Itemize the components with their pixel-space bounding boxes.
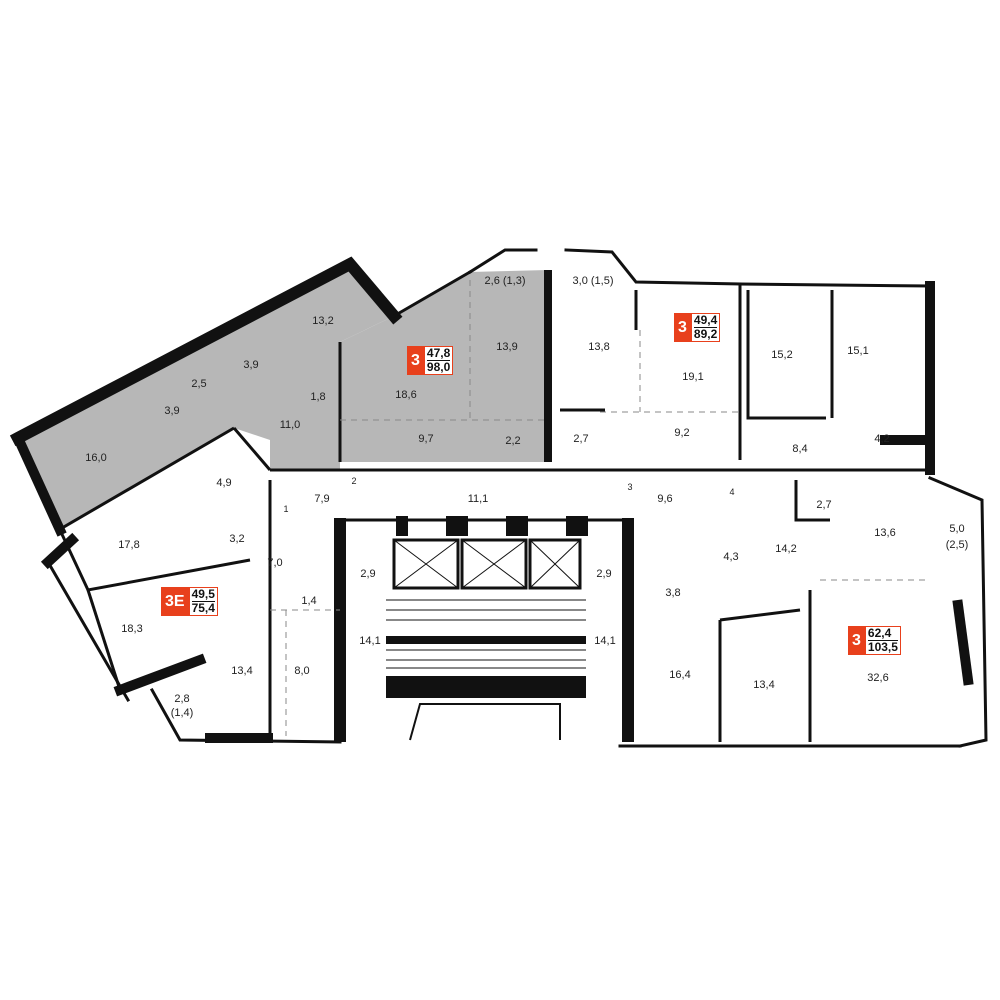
room-label: 19,1 [682, 371, 703, 383]
room-count: 3 [674, 313, 691, 342]
room-label: 3,9 [164, 405, 179, 417]
room-label: 8,0 [294, 665, 309, 677]
apartment-badge-right[interactable]: 3 62,4 103,5 [848, 626, 901, 655]
living-area: 62,4 [867, 626, 892, 640]
living-area: 49,4 [693, 313, 718, 327]
total-area: 89,2 [693, 327, 718, 341]
door-number: 4 [729, 487, 734, 497]
room-label: 2,5 [191, 378, 206, 390]
room-label: 2,9 [596, 568, 611, 580]
room-label: 32,6 [867, 672, 888, 684]
room-label: 2,7 [816, 499, 831, 511]
room-label: 4,9 [216, 477, 231, 489]
room-label: 17,8 [118, 539, 139, 551]
room-label: (2,5) [946, 539, 969, 551]
room-label: 2,7 [573, 433, 588, 445]
room-label: 18,3 [121, 623, 142, 635]
area-values: 49,5 75,4 [188, 587, 218, 616]
area-values: 49,4 89,2 [690, 313, 721, 342]
room-label: 2,2 [505, 435, 520, 447]
room-label: 9,6 [657, 493, 672, 505]
area-values: 62,4 103,5 [864, 626, 901, 655]
room-label: 14,1 [594, 635, 615, 647]
room-label: 13,4 [231, 665, 252, 677]
room-label: 13,9 [496, 341, 517, 353]
interior-walls [58, 270, 930, 742]
room-label: 2,8 [174, 693, 189, 705]
room-label: 9,7 [418, 433, 433, 445]
room-label: 7,0 [267, 557, 282, 569]
room-label: 5,0 [949, 523, 964, 535]
total-area: 103,5 [867, 640, 898, 654]
room-label: 3,8 [665, 587, 680, 599]
stair-core [386, 516, 588, 741]
living-area: 49,5 [191, 587, 215, 601]
room-label: 1,8 [310, 391, 325, 403]
room-label: 16,4 [669, 669, 690, 681]
room-label: 3,2 [229, 533, 244, 545]
room-label: 2,6 (1,3) [485, 275, 526, 287]
room-label: 3,0 (1,5) [573, 275, 614, 287]
room-label: 13,4 [753, 679, 774, 691]
apartment-badge-left[interactable]: 3Е 49,5 75,4 [161, 587, 218, 616]
room-label: 13,8 [588, 341, 609, 353]
room-label: (1,4) [171, 707, 194, 719]
room-label: 4,2 [874, 433, 889, 445]
room-label: 4,3 [723, 551, 738, 563]
room-label: 8,4 [792, 443, 807, 455]
highlight-zone-left [22, 266, 394, 530]
room-label: 14,1 [359, 635, 380, 647]
room-label: 18,6 [395, 389, 416, 401]
room-count: 3 [407, 346, 424, 375]
zone-dividers [270, 280, 930, 736]
room-label: 15,1 [847, 345, 868, 357]
room-label: 2,9 [360, 568, 375, 580]
room-label: 14,2 [775, 543, 796, 555]
door-number: 2 [351, 476, 356, 486]
room-label: 16,0 [85, 452, 106, 464]
living-area: 47,8 [426, 346, 451, 360]
room-count: 3Е [161, 587, 189, 616]
door-number: 3 [627, 482, 632, 492]
apartment-badge-center[interactable]: 3 47,8 98,0 [407, 346, 454, 375]
room-label: 3,9 [243, 359, 258, 371]
room-label: 7,9 [314, 493, 329, 505]
room-label: 9,2 [674, 427, 689, 439]
room-count: 3 [848, 626, 865, 655]
room-label: 13,2 [312, 315, 333, 327]
room-label: 13,6 [874, 527, 895, 539]
total-area: 98,0 [426, 360, 451, 374]
area-values: 47,8 98,0 [423, 346, 454, 375]
room-label: 11,0 [280, 419, 301, 431]
room-label: 15,2 [771, 349, 792, 361]
total-area: 75,4 [191, 601, 215, 615]
door-number: 1 [283, 504, 288, 514]
room-label: 1,4 [301, 595, 316, 607]
room-labels: 13,2 3,9 2,5 1,8 3,9 11,0 16,0 18,6 13,9… [85, 275, 968, 719]
room-label: 11,1 [468, 493, 489, 505]
apartment-badge-top-right[interactable]: 3 49,4 89,2 [674, 313, 721, 342]
